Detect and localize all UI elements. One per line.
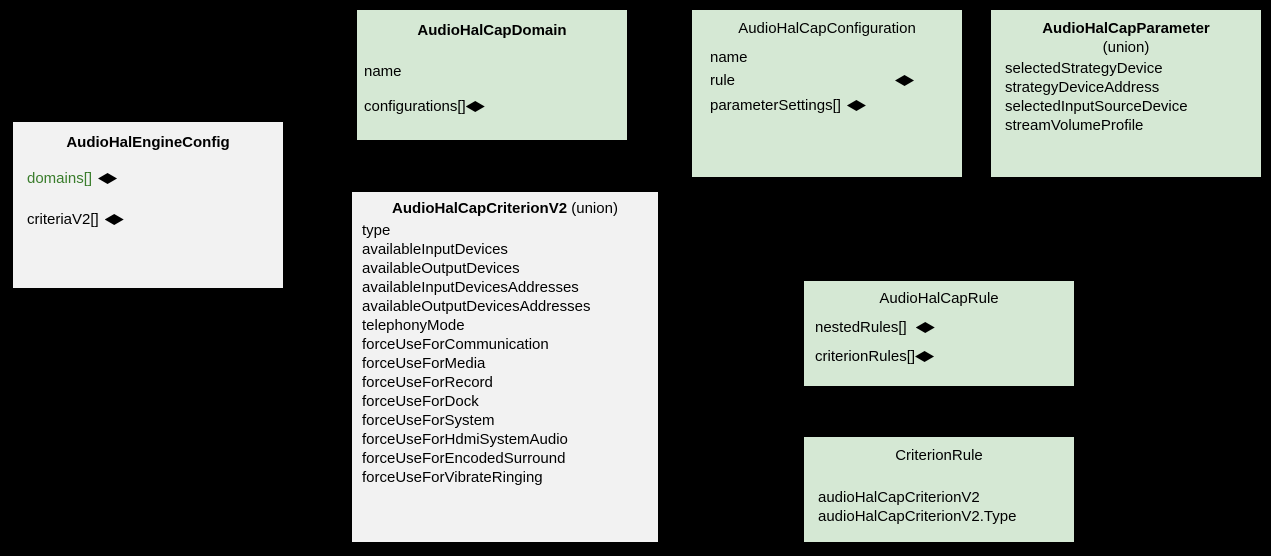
attribute-label-criteriav2: criteriaV2[]: [27, 211, 99, 228]
composition-diamond-domains: [98, 173, 118, 184]
attribute-label-nestedrules: nestedRules[]: [815, 319, 907, 336]
attribute-label-type: type: [362, 222, 391, 239]
class-title-audio-hal-cap-configuration: AudioHalCapConfiguration: [692, 19, 962, 38]
class-title-audio-hal-cap-domain: AudioHalCapDomain: [357, 21, 627, 40]
attribute-label-strategy-device-address: strategyDeviceAddress: [1005, 79, 1160, 96]
attribute-label-selected-strategy-device: selectedStrategyDevice: [1005, 60, 1163, 77]
attribute-row-criteriav2: criteriaV2[]: [27, 210, 124, 229]
attribute-label-force-use-for-encoded-surround: forceUseForEncodedSurround: [362, 450, 566, 467]
class-title-audio-hal-cap-criterion-v2: AudioHalCapCriterionV2 (union): [352, 199, 658, 218]
attribute-row-parametersettings: parameterSettings[]: [710, 96, 866, 115]
composition-diamond-criteriav2: [104, 214, 124, 225]
composition-diamond-configurations: [465, 101, 485, 112]
class-box-audio-hal-cap-configuration[interactable]: AudioHalCapConfiguration name rule param…: [692, 10, 962, 177]
class-title-text: AudioHalCapConfiguration: [738, 20, 916, 37]
attribute-label-force-use-for-dock: forceUseForDock: [362, 393, 479, 410]
class-title-audio-hal-cap-parameter: AudioHalCapParameter: [991, 19, 1261, 38]
class-box-audio-hal-cap-domain[interactable]: AudioHalCapDomain name configurations[]: [357, 10, 627, 140]
class-title-criterion-rule: CriterionRule: [804, 446, 1074, 465]
attribute-label-available-output-devices: availableOutputDevices: [362, 260, 520, 277]
class-title-audio-hal-engine-config: AudioHalEngineConfig: [13, 133, 283, 152]
class-title-audio-hal-cap-rule: AudioHalCapRule: [804, 289, 1074, 308]
class-box-audio-hal-cap-criterion-v2[interactable]: AudioHalCapCriterionV2 (union) type avai…: [352, 192, 658, 542]
class-box-audio-hal-cap-rule[interactable]: AudioHalCapRule nestedRules[] criterionR…: [804, 281, 1074, 386]
composition-diamond-criterionrules: [915, 351, 935, 362]
attribute-label-stream-volume-profile: streamVolumeProfile: [1005, 117, 1144, 134]
class-title-suffix-text: (union): [1102, 39, 1150, 56]
attribute-label-domains: domains[]: [27, 170, 93, 187]
attribute-row-name: name: [710, 48, 748, 67]
attribute-row-domains: domains[]: [27, 169, 118, 188]
composition-diamond-nestedrules: [915, 322, 935, 333]
attribute-label-force-use-for-hdmi-system-audio: forceUseForHdmiSystemAudio: [362, 431, 568, 448]
class-title-text: AudioHalCapRule: [879, 290, 999, 307]
attribute-label-force-use-for-vibrate-ringing: forceUseForVibrateRinging: [362, 469, 543, 486]
class-title-text: AudioHalCapDomain: [417, 22, 567, 39]
attribute-label-available-output-devices-addresses: availableOutputDevicesAddresses: [362, 298, 591, 315]
attribute-row-rule: rule: [710, 71, 915, 90]
class-title-text: CriterionRule: [895, 447, 983, 464]
attribute-list-criterion-rule: audioHalCapCriterionV2 audioHalCapCriter…: [818, 488, 1074, 526]
class-title-text: AudioHalEngineConfig: [66, 134, 230, 151]
attribute-label-configurations: configurations[]: [364, 98, 466, 115]
attribute-list-audio-hal-cap-criterion-v2: type availableInputDevices availableOutp…: [362, 221, 658, 487]
attribute-label-force-use-for-record: forceUseForRecord: [362, 374, 493, 391]
class-title-text: AudioHalCapCriterionV2: [392, 200, 568, 217]
attribute-label-telephony-mode: telephonyMode: [362, 317, 465, 334]
attribute-row-name: name: [364, 62, 402, 81]
attribute-label-audio-hal-cap-criterion-v2-type: audioHalCapCriterionV2.Type: [818, 508, 1017, 525]
attribute-label-available-input-devices-addresses: availableInputDevicesAddresses: [362, 279, 579, 296]
attribute-label-name: name: [364, 63, 402, 80]
attribute-label-audio-hal-cap-criterion-v2: audioHalCapCriterionV2: [818, 489, 980, 506]
composition-diamond-parametersettings: [846, 100, 866, 111]
attribute-label-rule: rule: [710, 72, 736, 89]
attribute-row-criterionrules: criterionRules[]: [815, 347, 935, 366]
class-title-text: AudioHalCapParameter: [1042, 20, 1210, 37]
attribute-label-force-use-for-media: forceUseForMedia: [362, 355, 486, 372]
attribute-label-available-input-devices: availableInputDevices: [362, 241, 508, 258]
class-title-suffix-text: (union): [571, 200, 618, 217]
attribute-row-nestedrules: nestedRules[]: [815, 318, 935, 337]
class-box-audio-hal-cap-parameter[interactable]: AudioHalCapParameter (union) selectedStr…: [991, 10, 1261, 177]
composition-diamond-rule: [895, 75, 915, 86]
attribute-label-name: name: [710, 49, 748, 66]
class-box-criterion-rule[interactable]: CriterionRule audioHalCapCriterionV2 aud…: [804, 437, 1074, 542]
attribute-label-selected-input-source-device: selectedInputSourceDevice: [1005, 98, 1188, 115]
attribute-label-force-use-for-communication: forceUseForCommunication: [362, 336, 549, 353]
attribute-row-configurations: configurations[]: [364, 97, 485, 116]
class-box-audio-hal-engine-config[interactable]: AudioHalEngineConfig domains[] criteriaV…: [13, 122, 283, 288]
attribute-label-force-use-for-system: forceUseForSystem: [362, 412, 495, 429]
attribute-label-parametersettings: parameterSettings[]: [710, 97, 841, 114]
class-title-suffix-audio-hal-cap-parameter: (union): [991, 38, 1261, 57]
attribute-label-criterionrules: criterionRules[]: [815, 348, 916, 365]
attribute-list-audio-hal-cap-parameter: selectedStrategyDevice strategyDeviceAdd…: [1005, 59, 1261, 135]
